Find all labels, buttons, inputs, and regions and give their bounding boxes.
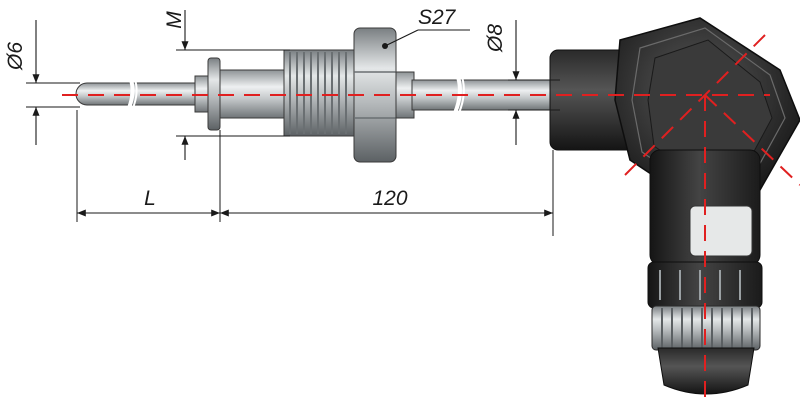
label-length-fixed: 120	[372, 187, 407, 210]
dimension-diameter-sheath	[508, 20, 560, 145]
dimension-length-variable	[76, 110, 221, 222]
axis-lines	[62, 34, 800, 403]
label-length-variable: L	[144, 187, 156, 210]
thread-section	[283, 49, 355, 137]
dimension-length-fixed	[220, 150, 554, 236]
label-diameter-sheath: Ø8	[484, 24, 507, 53]
label-diameter-probe: Ø6	[4, 42, 27, 71]
dimension-thread	[176, 10, 290, 160]
label-hex-wrench: S27	[418, 6, 457, 29]
connection-head	[549, 17, 800, 395]
label-thread: M	[163, 11, 186, 29]
leader-hex	[384, 29, 470, 47]
dimension-diameter-probe	[26, 20, 80, 145]
